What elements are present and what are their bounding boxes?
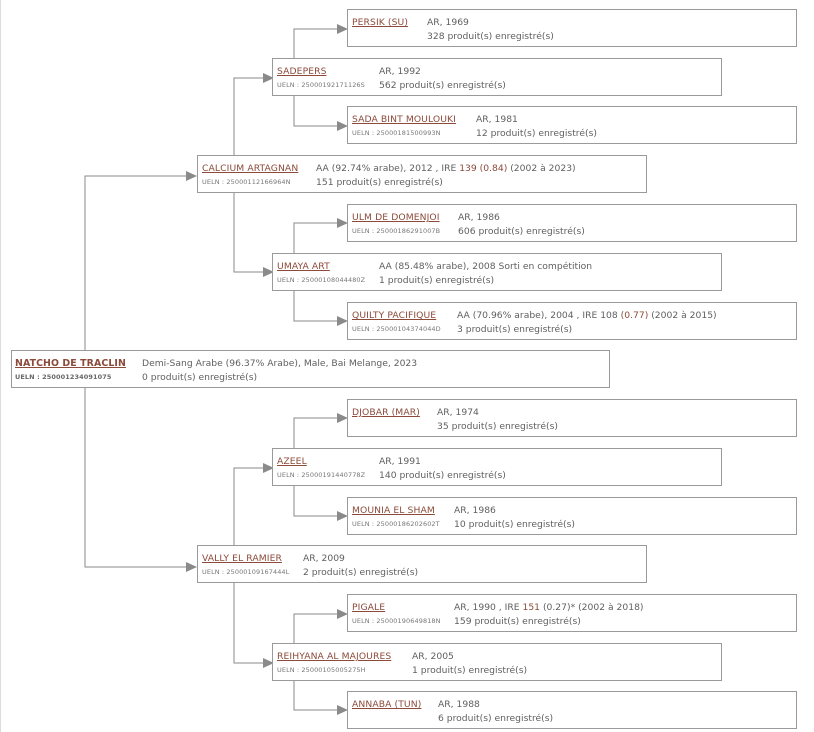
sire-dam-name-link[interactable]: UMAYA ART: [277, 261, 330, 272]
ss-dam-node: SADA BINT MOULOUKI UELN : 25000181500993…: [347, 106, 797, 144]
dam-sire-info: AR, 1991: [379, 456, 421, 467]
ds-dam-ueln: UELN : 25000186202602T: [352, 520, 440, 528]
dd-sire-name-link[interactable]: PIGALE: [352, 602, 386, 613]
ss-sire-count: 328 produit(s) enregistré(s): [427, 31, 554, 42]
ds-sire-node: DJOBAR (MAR) AR, 1974 35 produit(s) enre…: [347, 399, 797, 437]
dd-dam-name-link[interactable]: ANNABA (TUN): [352, 699, 422, 710]
sd-dam-count: 3 produit(s) enregistré(s): [457, 324, 573, 335]
ss-dam-info: AR, 1981: [476, 114, 518, 125]
sire-dam-ueln: UELN : 25000108044480Z: [277, 276, 366, 284]
dam-sire-node: AZEEL UELN : 25000191440778Z AR, 1991 14…: [272, 448, 722, 486]
dam-ueln: UELN : 25000109167444L: [202, 568, 290, 576]
sd-dam-name-link[interactable]: QUILTY PACIFIQUE: [352, 310, 437, 321]
sd-dam-info: AA (70.96% arabe), 2004 , IRE 108 (0.77)…: [457, 310, 717, 321]
ss-dam-ueln: UELN : 25000181500993N: [352, 129, 441, 137]
sd-sire-count: 606 produit(s) enregistré(s): [458, 226, 585, 237]
sire-sire-count: 562 produit(s) enregistré(s): [379, 80, 506, 91]
ss-sire-info: AR, 1969: [427, 17, 469, 28]
ss-sire-node: PERSIK (SU) AR, 1969 328 produit(s) enre…: [347, 9, 797, 47]
sd-sire-info: AR, 1986: [458, 212, 500, 223]
ds-dam-name-link[interactable]: MOUNIA EL SHAM: [352, 505, 435, 516]
ds-dam-info: AR, 1986: [454, 505, 496, 516]
subject-ueln: UELN : 250001234091075: [15, 373, 112, 381]
subject-count: 0 produit(s) enregistré(s): [142, 372, 258, 383]
dd-sire-node: PIGALE UELN : 25000190649818N AR, 1990 ,…: [347, 594, 797, 632]
sd-sire-node: ULM DE DOMENJOI UELN : 25000186291007B A…: [347, 204, 797, 242]
dd-dam-info: AR, 1988: [438, 699, 480, 710]
sire-dam-info: AA (85.48% arabe), 2008 Sorti en compéti…: [379, 261, 593, 272]
dam-name-link[interactable]: VALLY EL RAMIER: [202, 553, 282, 564]
sd-sire-ueln: UELN : 25000186291007B: [352, 227, 441, 235]
ds-dam-count: 10 produit(s) enregistré(s): [454, 519, 575, 530]
dam-sire-count: 140 produit(s) enregistré(s): [379, 470, 506, 481]
ds-sire-info: AR, 1974: [437, 407, 479, 418]
sd-dam-node: QUILTY PACIFIQUE UELN : 25000104374044D …: [347, 302, 797, 340]
sd-dam-ueln: UELN : 25000104374044D: [352, 325, 441, 333]
dam-dam-count: 1 produit(s) enregistré(s): [412, 665, 528, 676]
sire-sire-info: AR, 1992: [379, 66, 421, 77]
sire-node: CALCIUM ARTAGNAN UELN : 25000112166964N …: [197, 155, 647, 193]
dam-sire-ueln: UELN : 25000191440778Z: [277, 471, 366, 479]
sire-dam-node: UMAYA ART UELN : 25000108044480Z AA (85.…: [272, 253, 722, 291]
ss-dam-name-link[interactable]: SADA BINT MOULOUKI: [352, 114, 456, 125]
dam-node: VALLY EL RAMIER UELN : 25000109167444L A…: [197, 545, 647, 583]
subject-info: Demi-Sang Arabe (96.37% Arabe), Male, Ba…: [142, 358, 418, 369]
dam-sire-name-link[interactable]: AZEEL: [277, 456, 307, 467]
dam-dam-ueln: UELN : 25000105005275H: [277, 666, 366, 674]
subject-name-link[interactable]: NATCHO DE TRACLIN: [15, 358, 126, 369]
sire-info: AA (92.74% arabe), 2012 , IRE 139 (0.84)…: [316, 163, 576, 174]
dam-dam-node: REIHYANA AL MAJOURES UELN : 250001050052…: [272, 643, 722, 681]
ss-sire-name-link[interactable]: PERSIK (SU): [352, 17, 409, 28]
page-left-border: [0, 0, 1, 732]
ds-sire-count: 35 produit(s) enregistré(s): [437, 421, 558, 432]
dam-dam-info: AR, 2005: [412, 651, 454, 662]
sire-name-link[interactable]: CALCIUM ARTAGNAN: [202, 163, 299, 174]
dam-info: AR, 2009: [303, 553, 345, 564]
sire-dam-count: 1 produit(s) enregistré(s): [379, 275, 495, 286]
sire-sire-ueln: UELN : 25000192171126S: [277, 81, 365, 89]
dd-sire-ueln: UELN : 25000190649818N: [352, 617, 441, 625]
sire-sire-node: SADEPERS UELN : 25000192171126S AR, 1992…: [272, 58, 722, 96]
dd-dam-node: ANNABA (TUN) AR, 1988 6 produit(s) enreg…: [347, 691, 797, 729]
dd-sire-count: 159 produit(s) enregistré(s): [454, 616, 581, 627]
sire-ueln: UELN : 25000112166964N: [202, 178, 291, 186]
dam-dam-name-link[interactable]: REIHYANA AL MAJOURES: [277, 651, 392, 662]
ds-sire-name-link[interactable]: DJOBAR (MAR): [352, 407, 420, 418]
subject-node: NATCHO DE TRACLIN UELN : 250001234091075…: [11, 350, 610, 388]
ds-dam-node: MOUNIA EL SHAM UELN : 25000186202602T AR…: [347, 497, 797, 535]
ss-dam-count: 12 produit(s) enregistré(s): [476, 128, 597, 139]
sire-count: 151 produit(s) enregistré(s): [316, 177, 443, 188]
dd-sire-info: AR, 1990 , IRE 151 (0.27)* (2002 à 2018): [454, 602, 644, 613]
dd-dam-count: 6 produit(s) enregistré(s): [438, 713, 554, 724]
sd-sire-name-link[interactable]: ULM DE DOMENJOI: [352, 212, 440, 223]
dam-count: 2 produit(s) enregistré(s): [303, 567, 419, 578]
sire-sire-name-link[interactable]: SADEPERS: [277, 66, 327, 77]
